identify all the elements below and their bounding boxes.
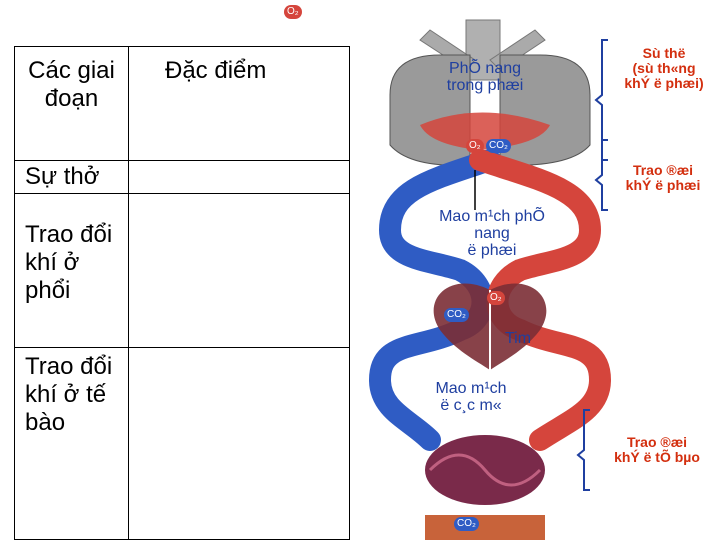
o2-badge-top: O₂ — [284, 5, 302, 19]
label-cell-exchange: Trao ®æi khÝ ë tÕ bµo — [614, 434, 700, 465]
trachea — [465, 19, 501, 81]
comparison-table: Các giai đoạn Đặc điểm Sự thở Trao đổi k… — [14, 46, 350, 540]
co2-badge-bottom: CO₂ — [454, 517, 479, 531]
bracket-cell-exchange — [576, 409, 590, 491]
bracket-lung-exchange — [594, 139, 608, 211]
header-features: Đặc điểm — [165, 57, 267, 84]
row-cell-exchange: Trao đổi khí ở tế bào — [25, 353, 113, 436]
row-lung-exchange: Trao đổi khí ở phổi — [25, 221, 113, 304]
label-tissue-capillary: Mao m¹ch ë c¸c m« — [435, 380, 507, 414]
circulation-figure — [368, 19, 612, 540]
table-row-divider — [15, 347, 349, 348]
circulation-diagram: PhÕ nang trong phæi Sù thë (sù th«ng khÝ… — [350, 0, 720, 540]
label-pulmonary-capillary: Mao m¹ch phÕ nang ë phæi — [439, 208, 545, 259]
label-lung-exchange: Trao ®æi khÝ ë phæi — [625, 162, 701, 193]
table-row-divider — [15, 160, 349, 161]
o2-badge-lung: O₂ — [466, 139, 484, 153]
label-ventilation: Sù thë (sù th«ng khÝ ë phæi) — [624, 45, 704, 91]
label-heart: Tim — [504, 330, 532, 347]
capillary-loops — [428, 453, 542, 487]
header-stages: Các giai đoạn — [28, 57, 115, 112]
co2-badge-lung: CO₂ — [486, 139, 511, 153]
o2-badge-heart: O₂ — [487, 291, 505, 305]
row-respiration: Sự thở — [25, 163, 100, 190]
pulmonary-capillaries — [420, 112, 550, 150]
co2-badge-heart: CO₂ — [444, 308, 469, 322]
table-row-divider — [15, 193, 349, 194]
table-column-divider — [128, 47, 129, 539]
label-alveoli: PhÕ nang trong phæi — [446, 60, 524, 94]
tissue-cells — [425, 515, 545, 540]
